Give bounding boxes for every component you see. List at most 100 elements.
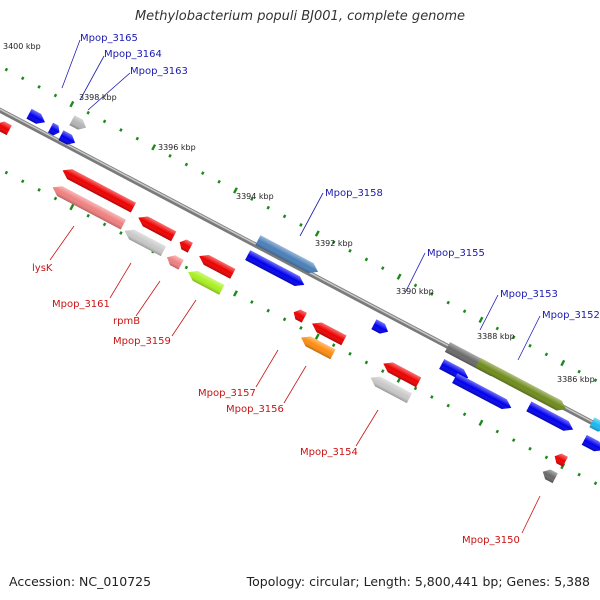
gene-label-minus[interactable]: Mpop_3156 <box>226 404 284 415</box>
label-leader-line <box>61 39 81 89</box>
gene-arrow <box>58 130 76 145</box>
gene-label-plus[interactable]: Mpop_3164 <box>104 49 162 60</box>
gene-arrow-shading <box>581 435 600 452</box>
scale-tick-dot <box>119 128 123 132</box>
scale-tick-dot <box>4 170 9 175</box>
scale-tick-dot <box>413 386 418 391</box>
scale-tick-label: 3394 kbp <box>236 192 274 201</box>
gene-label-plus[interactable]: Mpop_3158 <box>325 188 383 199</box>
gene-arrow-shading <box>62 169 136 213</box>
gene-label-minus[interactable]: Mpop_3161 <box>52 299 110 310</box>
label-leader-line <box>521 495 541 534</box>
gene-arrow <box>371 319 389 334</box>
gene-arrow <box>0 121 12 136</box>
scale-tick-dot <box>69 203 75 211</box>
gene-arrow <box>124 229 167 257</box>
gene-arrow <box>526 401 574 431</box>
scale-tick-dot <box>462 309 467 314</box>
scale-tick-dot <box>69 100 75 108</box>
gene-arrow <box>199 255 236 279</box>
scale-tick-dot <box>348 351 352 356</box>
scale-tick-dot <box>53 196 58 201</box>
gene-label-minus[interactable]: Mpop_3159 <box>113 336 171 347</box>
gene-arrow <box>188 271 225 295</box>
gene-arrow <box>255 235 319 273</box>
gene-arrow <box>370 376 413 404</box>
scale-tick-dot <box>4 67 9 72</box>
label-leader-line <box>299 192 324 237</box>
scale-tick-dot <box>331 343 336 348</box>
gene-arrow <box>166 255 184 270</box>
scale-tick-dot <box>53 93 58 98</box>
label-leader-line <box>404 252 426 294</box>
scale-tick-dot <box>151 144 157 151</box>
scale-tick-dot <box>577 472 581 477</box>
gene-label-minus[interactable]: rpmB <box>113 316 140 327</box>
scale-tick-dot <box>184 265 189 270</box>
scale-tick-dot <box>102 119 107 124</box>
gene-arrow-shading <box>124 229 167 257</box>
scale-tick-dot <box>478 419 484 427</box>
gene-arrow <box>62 169 136 213</box>
gene-label-minus[interactable]: Mpop_3154 <box>300 447 358 458</box>
label-leader-line <box>517 315 541 361</box>
label-leader-line <box>355 409 379 447</box>
gene-arrow-shading <box>188 271 225 295</box>
scale-tick-dot <box>380 266 385 270</box>
scale-tick-dot <box>446 403 450 408</box>
scale-tick-dot <box>86 213 90 218</box>
gene-arrow-shading <box>383 362 422 388</box>
gene-arrow-shading <box>0 121 12 136</box>
gene-arrow-shading <box>179 239 193 253</box>
gene-arrow-shading <box>255 235 319 273</box>
gene-arrow <box>69 115 87 130</box>
scale-tick-dot <box>478 316 484 324</box>
gene-arrow <box>542 469 558 484</box>
gene-arrow-shading <box>312 322 347 346</box>
tick-dot-layer <box>4 67 598 486</box>
scale-tick-dot <box>20 76 25 81</box>
label-leader-layer <box>49 39 541 534</box>
gene-label-plus[interactable]: Mpop_3155 <box>427 248 485 259</box>
gene-label-plus[interactable]: Mpop_3152 <box>542 310 600 321</box>
gene-arrow-shading <box>69 115 87 130</box>
scale-tick-dot <box>430 395 434 399</box>
gene-label-plus[interactable]: Mpop_3163 <box>130 66 188 77</box>
gene-arrow-shading <box>245 250 305 287</box>
label-leader-line <box>479 294 499 331</box>
gene-label-plus[interactable]: Mpop_3165 <box>80 33 138 44</box>
gene-arrow-shading <box>293 309 307 323</box>
scale-tick-dot <box>102 222 107 227</box>
scale-tick-dot <box>37 84 41 89</box>
scale-tick-dot <box>577 369 581 374</box>
scale-tick-dot <box>282 317 287 322</box>
gene-label-minus[interactable]: lysK <box>32 263 53 274</box>
gene-arrow <box>439 359 469 380</box>
scale-tick-dot <box>348 248 352 253</box>
scale-tick-label: 3396 kbp <box>158 143 196 152</box>
scale-tick-dot <box>20 179 25 184</box>
gene-arrow-shading <box>166 255 184 270</box>
scale-tick-dot <box>135 136 140 141</box>
gene-arrow-shading <box>26 108 45 124</box>
scale-tick-dot <box>544 352 549 357</box>
gene-arrow-shading <box>138 216 177 242</box>
gene-arrow <box>589 417 600 432</box>
gene-arrow-shading <box>542 469 558 484</box>
gene-arrow-shading <box>475 357 567 411</box>
scale-tick-label: 3386 kbp <box>557 375 595 384</box>
scale-tick-dot <box>282 214 287 219</box>
scale-tick-dot <box>314 230 320 237</box>
gene-label-minus[interactable]: Mpop_3150 <box>462 535 520 546</box>
gene-label-minus[interactable]: Mpop_3157 <box>198 388 256 399</box>
gene-arrow-shading <box>526 401 574 431</box>
scale-tick-dot <box>233 290 238 297</box>
scale-tick-dot <box>593 378 598 383</box>
map-title: Methylobacterium populi BJ001, complete … <box>134 9 466 24</box>
scale-tick-dot <box>364 360 369 365</box>
gene-arrow <box>383 362 422 388</box>
label-leader-line <box>283 365 307 404</box>
scale-tick-dot <box>462 412 467 417</box>
gene-label-plus[interactable]: Mpop_3153 <box>500 289 558 300</box>
